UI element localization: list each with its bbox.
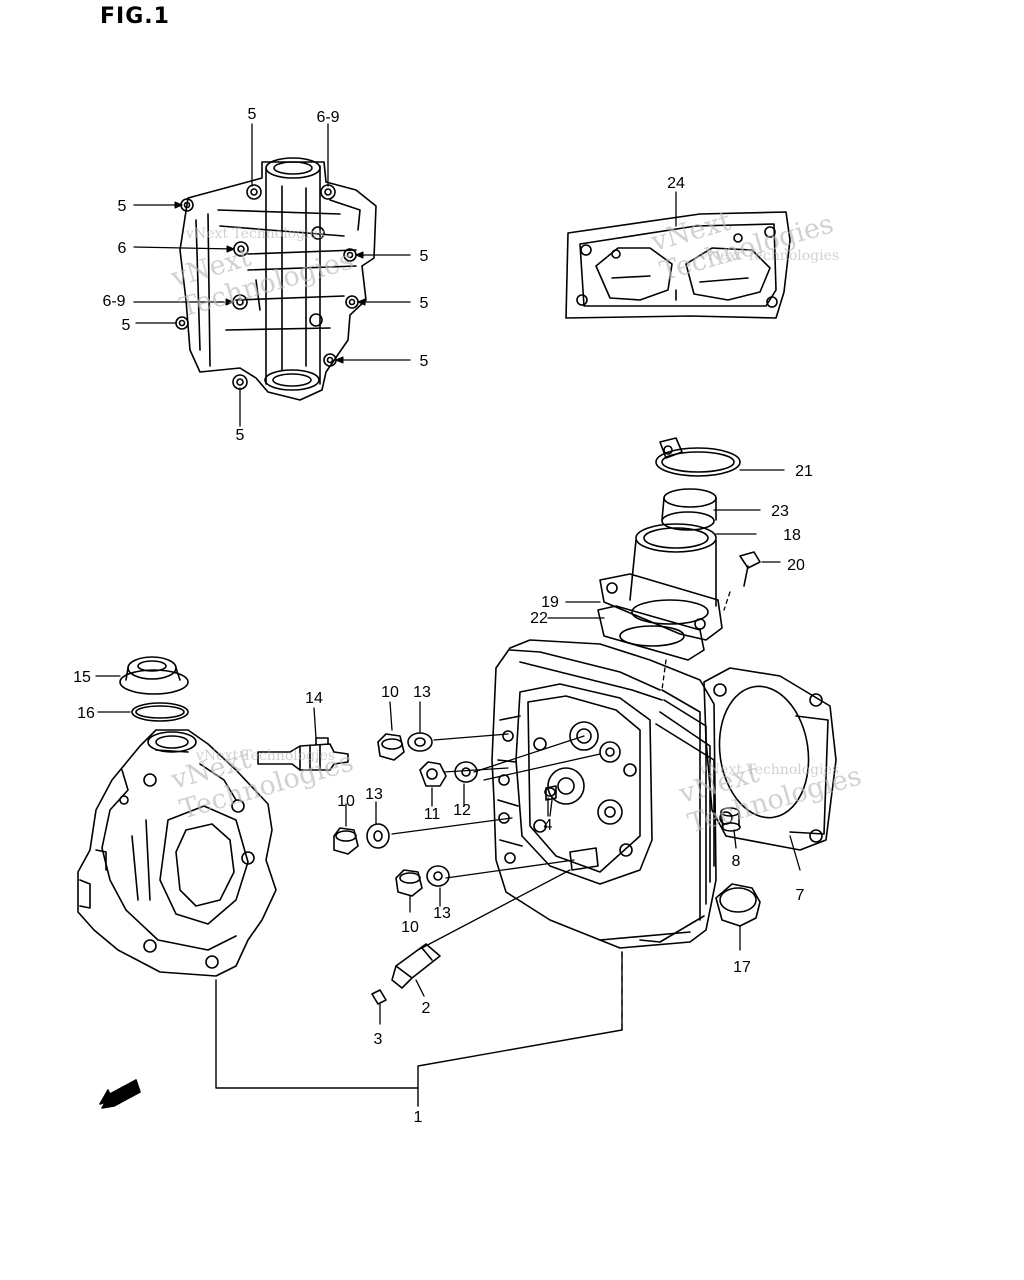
callout-8: 8 bbox=[732, 853, 741, 870]
callout-20: 20 bbox=[787, 557, 805, 574]
callout-15: 15 bbox=[73, 669, 91, 686]
callout-5-right-1: 5 bbox=[420, 248, 429, 265]
callout-11: 11 bbox=[424, 806, 441, 823]
intake-leaders bbox=[547, 469, 785, 691]
adjust-bolt bbox=[391, 943, 441, 997]
callout-24: 24 bbox=[667, 175, 685, 192]
callout-4: 4 bbox=[544, 817, 553, 834]
intake-pipe-assembly bbox=[597, 437, 761, 661]
callout-13-bottom: 13 bbox=[433, 905, 451, 922]
cylinder-head-body bbox=[491, 639, 717, 949]
callout-10-top: 10 bbox=[381, 684, 399, 701]
callout-13-top: 13 bbox=[413, 684, 431, 701]
arrowheads bbox=[174, 201, 366, 364]
callout-5-right-2: 5 bbox=[420, 295, 429, 312]
callout-21: 21 bbox=[795, 463, 813, 480]
pin bbox=[371, 989, 387, 1025]
head-cover-3d bbox=[77, 729, 277, 977]
callout-22: 22 bbox=[530, 610, 548, 627]
callout-3: 3 bbox=[374, 1031, 383, 1048]
callout-16: 16 bbox=[77, 705, 95, 722]
oil-filler-cap bbox=[119, 656, 189, 722]
spark-plug bbox=[257, 707, 349, 771]
callout-17: 17 bbox=[733, 959, 751, 976]
callout-23: 23 bbox=[771, 503, 789, 520]
callout-6-9-top: 6-9 bbox=[316, 109, 339, 126]
small-part-leaders bbox=[345, 701, 549, 913]
front-arrow-icon bbox=[99, 1079, 141, 1109]
head-cover-top-view bbox=[175, 157, 377, 401]
callout-12: 12 bbox=[453, 802, 471, 819]
callout-10-mid: 10 bbox=[337, 793, 355, 810]
callout-5-right-3: 5 bbox=[420, 353, 429, 370]
dowel-pin bbox=[720, 807, 741, 849]
tappet-caps-and-washers bbox=[333, 732, 556, 897]
figure-title: FIG.1 bbox=[100, 4, 170, 29]
callout-5-bottom: 5 bbox=[236, 427, 245, 444]
callout-5-top-left: 5 bbox=[248, 106, 257, 123]
head-leaders bbox=[391, 733, 601, 951]
callout-5-left-2: 5 bbox=[122, 317, 131, 334]
callout-18: 18 bbox=[783, 527, 801, 544]
callout-6-9-left: 6-9 bbox=[102, 293, 125, 310]
callout-2: 2 bbox=[422, 1000, 431, 1017]
cylinder-gasket bbox=[703, 667, 837, 871]
callout-10-bottom: 10 bbox=[401, 919, 419, 936]
head-cover-gasket bbox=[565, 211, 791, 319]
callout-1: 1 bbox=[414, 1109, 423, 1126]
callout-6: 6 bbox=[118, 240, 127, 257]
top-view-leaders bbox=[133, 123, 411, 427]
callout-14: 14 bbox=[305, 690, 323, 707]
callout-5-left-1: 5 bbox=[118, 198, 127, 215]
assembly-bracket bbox=[215, 951, 623, 1107]
callout-19: 19 bbox=[541, 594, 559, 611]
callout-13-mid: 13 bbox=[365, 786, 383, 803]
callout-7: 7 bbox=[796, 887, 805, 904]
plug-cap bbox=[715, 883, 761, 951]
